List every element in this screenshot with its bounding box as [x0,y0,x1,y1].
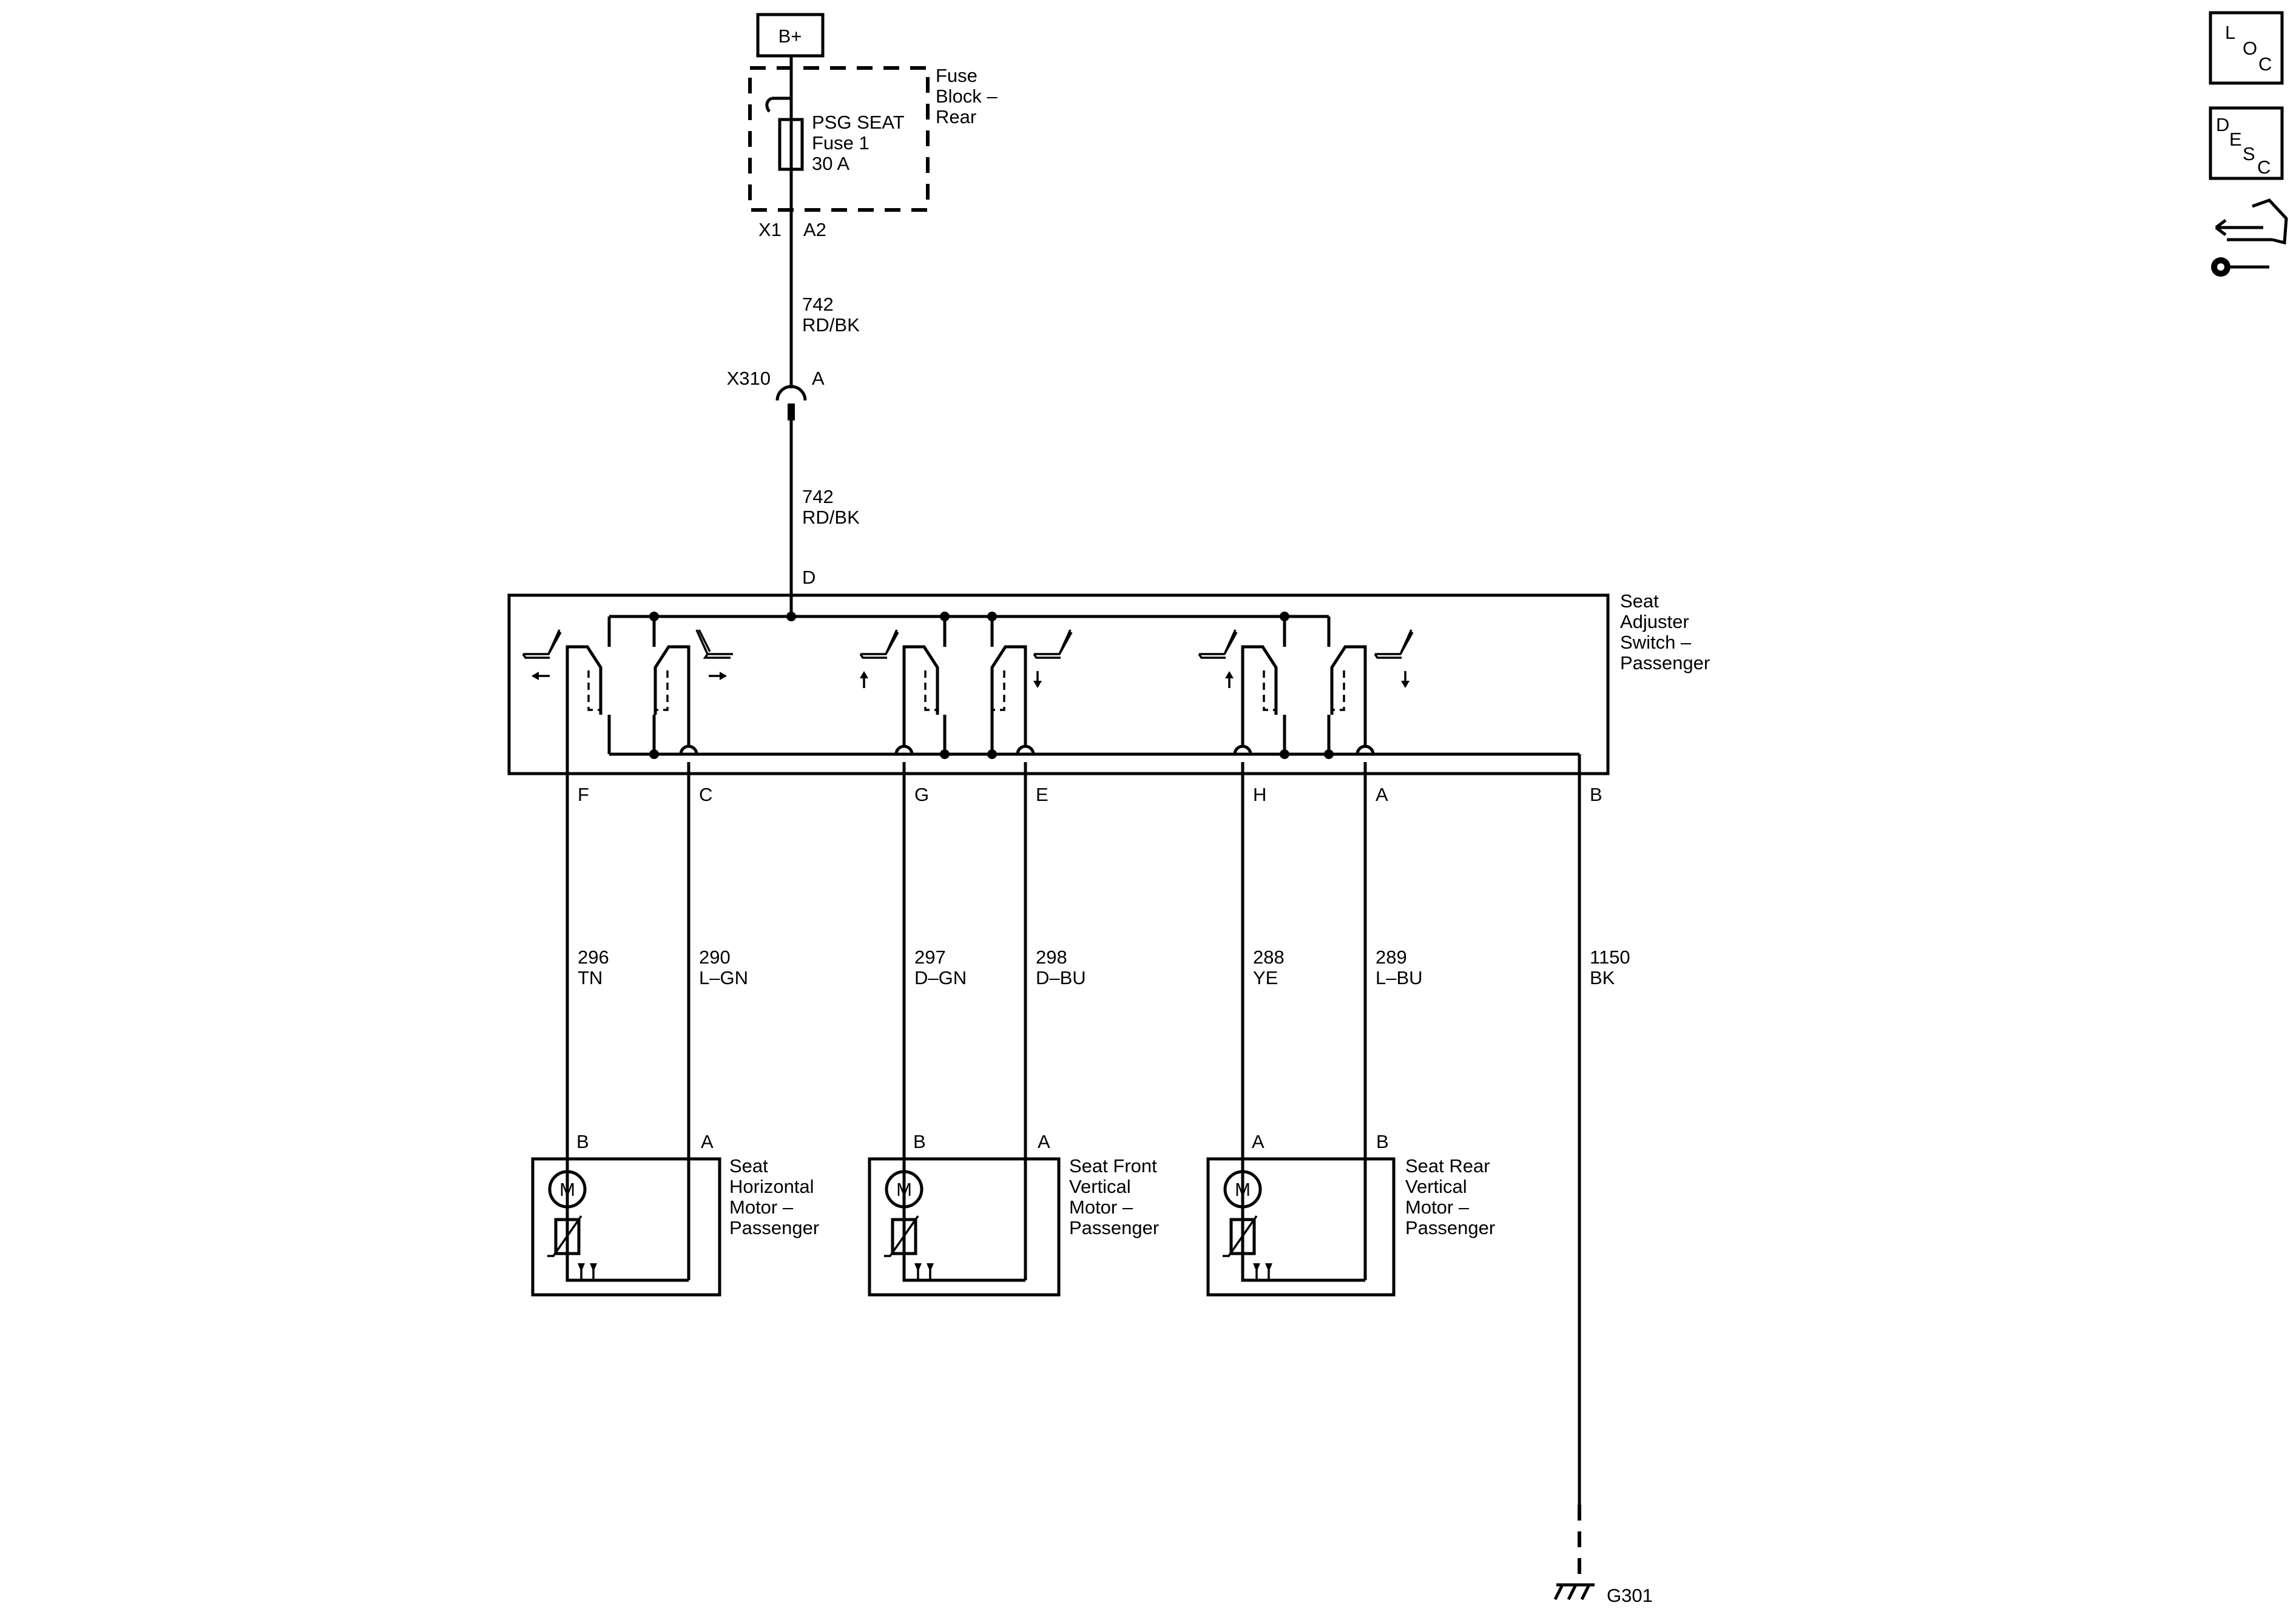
svg-text:C: C [699,784,712,805]
switch-contact-horizontal-rear [566,645,603,792]
switch-contact-front-up [902,645,939,715]
svg-text:O: O [2243,38,2257,59]
svg-text:C: C [2257,157,2271,178]
seat-adjuster-switch: Seat Adjuster Switch – Passenger [507,590,1710,775]
svg-text:F: F [578,784,589,805]
inline-connector-x310: X310 A [727,368,825,420]
switch-contact-horizontal-forward [653,645,690,715]
wire-742-top: 742 RD/BK [802,294,860,336]
supply-label: B+ [778,25,802,47]
loc-icon[interactable]: L O C [2209,11,2284,85]
switch-contact-rear-down [1330,645,1367,715]
fuse-pin-label: A2 [803,219,826,240]
fuse-connector-label: X1 [758,219,782,240]
seat-icon [695,629,733,680]
svg-text:A: A [1376,784,1388,805]
fuse-block-rear: PSG SEAT Fuse 1 30 A Fuse Block – Rear [748,65,1002,212]
switch-contact-front-down [990,645,1027,715]
fuse-block-name: Fuse Block – Rear [936,65,1002,127]
svg-text:B: B [576,1131,589,1152]
svg-text:B: B [913,1131,926,1152]
svg-text:A: A [701,1131,714,1152]
switch-name: Seat Adjuster Switch – Passenger [1620,590,1710,673]
wire-742-mid: 742 RD/BK [802,486,860,528]
service-icon[interactable] [2211,198,2288,277]
svg-text:C: C [2258,53,2272,75]
svg-text:G: G [914,784,929,805]
switch-output-wires [679,715,1375,755]
ground-g301: G301 [1553,1505,1653,1606]
switch-input-pin: D [802,567,815,588]
desc-icon[interactable]: D E S C [2209,106,2284,180]
svg-text:A: A [1038,1131,1050,1152]
svg-text:D: D [2216,114,2229,135]
svg-text:B: B [1590,784,1602,805]
harness-wires [566,754,1581,1505]
seat-icon [1374,629,1414,688]
motor-symbol: M [896,1179,912,1200]
seat-direction-icons [522,629,1414,688]
svg-text:B: B [1376,1131,1389,1152]
ground-label: G301 [1607,1585,1653,1606]
seat-icon [859,629,899,688]
battery-supply: B+ [756,13,825,58]
motor-symbol: M [559,1179,575,1200]
svg-text:E: E [2229,129,2242,150]
svg-text:E: E [1036,784,1048,805]
fuse-label: PSG SEAT Fuse 1 30 A [812,112,910,174]
svg-text:H: H [1253,784,1266,805]
seat-icon [522,629,562,680]
svg-text:L: L [2225,22,2235,43]
switch-contact-rear-up [1241,645,1278,715]
seat-icon [1033,629,1073,688]
seat-icon [1198,629,1238,688]
inline-connector-pin: A [812,368,825,389]
svg-text:S: S [2243,143,2255,164]
inline-connector-name: X310 [727,368,771,389]
svg-text:A: A [1252,1131,1264,1152]
switch-pin-labels: F C G E H A B [578,784,1602,805]
motor-symbol: M [1235,1179,1251,1200]
